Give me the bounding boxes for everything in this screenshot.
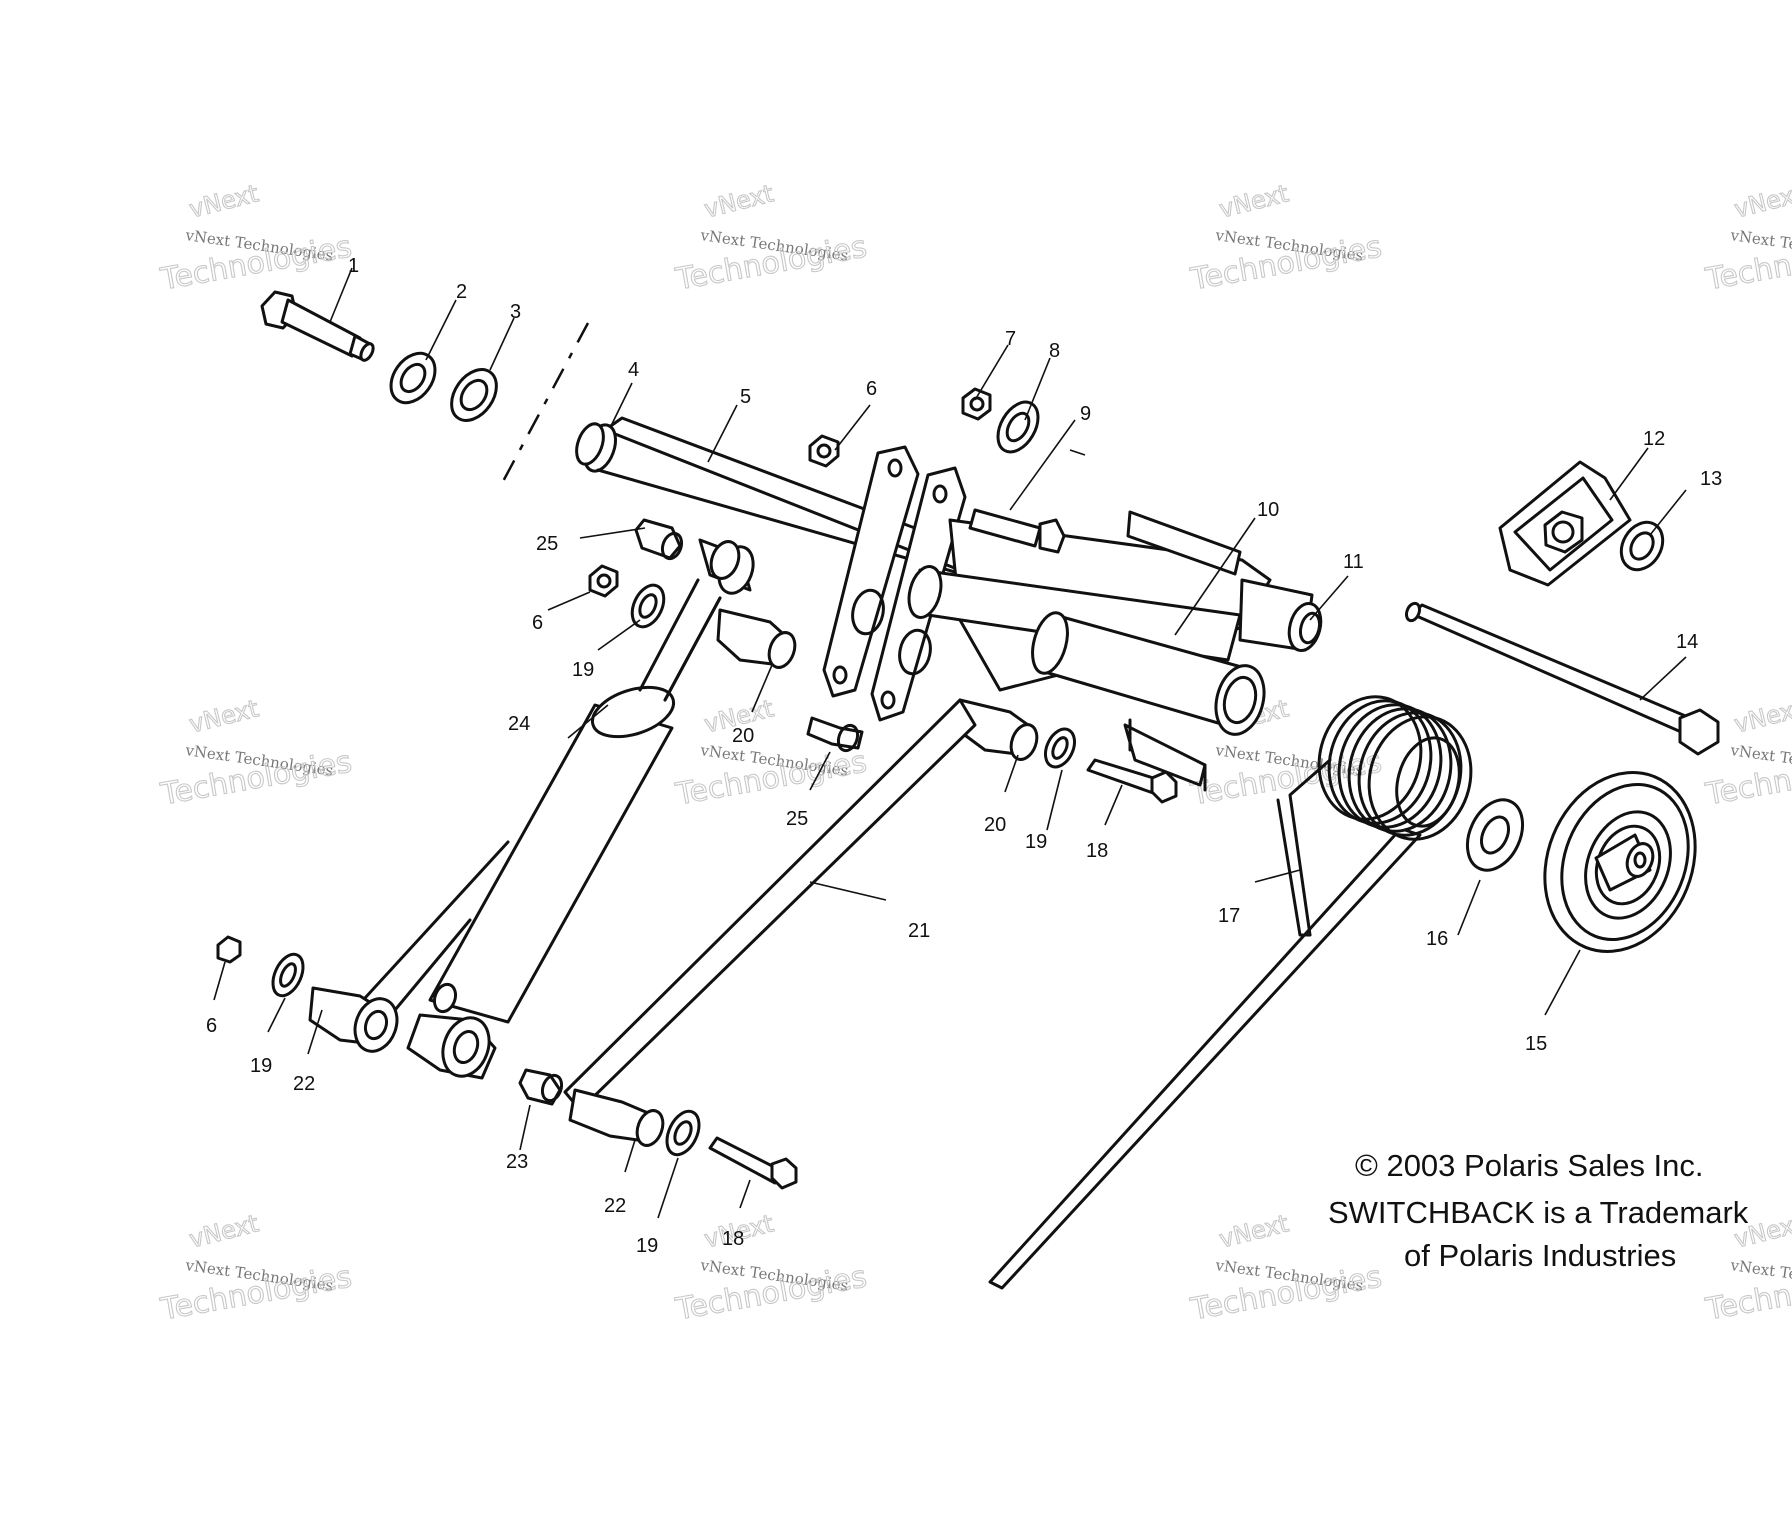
center-line	[498, 322, 590, 488]
watermark: vNext vNext Technologies Technologies	[672, 179, 870, 298]
svg-text:vNext: vNext	[1731, 694, 1792, 738]
leader-lines	[213, 267, 1687, 1219]
washer-part-13	[1619, 520, 1665, 572]
callout-22-left: 22	[293, 1073, 315, 1095]
svg-text:vNext: vNext	[186, 179, 261, 223]
shock-absorber-part-24	[308, 538, 755, 1080]
callout-18-upper: 18	[1086, 840, 1108, 862]
callout-11: 11	[1343, 551, 1364, 573]
callout-2: 2	[456, 281, 467, 303]
callout-23: 23	[506, 1151, 528, 1173]
watermark: vNext vNext Technologies Technologies	[1187, 179, 1385, 298]
nut-part-6-upper	[808, 434, 840, 468]
callout-24: 24	[508, 713, 530, 735]
watermark: vNext vNext Technologies Technologies	[157, 694, 355, 813]
svg-text:vNext: vNext	[1216, 1209, 1291, 1253]
callout-6: 6	[866, 378, 877, 400]
nut-part-6-lower	[216, 935, 242, 964]
washer-part-8	[996, 400, 1040, 454]
trademark-line-2: of Polaris Industries	[1404, 1238, 1677, 1273]
callout-21: 21	[908, 920, 930, 942]
spring-part-17	[988, 695, 1473, 1290]
wheel-part-15	[1543, 771, 1697, 953]
trademark-line-1: SWITCHBACK is a Trademark	[1328, 1195, 1749, 1230]
watermark: vNext vNext Technologies Technologies	[157, 179, 355, 298]
rod-end-part-22-lower	[568, 1088, 665, 1147]
callout-6-lower: 6	[206, 1015, 217, 1037]
watermark: vNext vNext Technologies Technologies	[672, 1209, 870, 1328]
svg-text:vNext: vNext	[186, 694, 261, 738]
washer-part-19-b	[1043, 727, 1077, 769]
callout-12: 12	[1643, 428, 1665, 450]
washer-part-16	[1465, 798, 1525, 872]
nut-part-6-mid	[588, 564, 619, 598]
washer-part-2	[389, 351, 437, 405]
callout-18-lower: 18	[722, 1228, 744, 1250]
copyright-notice: © 2003 Polaris Sales Inc.	[1355, 1148, 1704, 1183]
callout-19-mid: 19	[1025, 831, 1047, 853]
washer-part-3	[450, 368, 498, 422]
callout-10: 10	[1257, 499, 1279, 521]
watermark: vNext vNext Technologies Technologies	[1702, 694, 1792, 813]
callout-17: 17	[1218, 905, 1240, 927]
watermark: vNext vNext Technologies Technologies	[157, 1209, 355, 1328]
callout-5: 5	[740, 386, 751, 408]
bolt-part-9	[968, 508, 1066, 554]
washer-part-19-a	[630, 583, 666, 629]
watermark: vNext vNext Technologies Technologies	[1702, 179, 1792, 298]
callout-6-mid: 6	[532, 612, 543, 634]
watermark: vNext vNext Technologies Technologies	[1702, 1209, 1792, 1328]
link-part-20-upper	[716, 608, 797, 669]
callouts: 1 2 3 4 5 6 7 8 9 10 11 12 13 14 25 6 19…	[206, 255, 1722, 1257]
svg-text:vNext: vNext	[186, 1209, 261, 1253]
callout-9: 9	[1080, 403, 1091, 425]
nut-part-7	[961, 387, 992, 421]
bolt-part-1	[260, 290, 375, 362]
callout-20-upper: 20	[732, 725, 754, 747]
callout-4: 4	[628, 359, 639, 381]
callout-20-lower: 20	[984, 814, 1006, 836]
bushing-part-25-lower	[806, 716, 864, 753]
callout-8: 8	[1049, 340, 1060, 362]
callout-15: 15	[1525, 1033, 1547, 1055]
callout-1: 1	[348, 255, 359, 277]
bushing-part-25-upper	[634, 518, 684, 561]
callout-19-lower-left: 19	[250, 1055, 272, 1077]
svg-text:vNext: vNext	[701, 179, 776, 223]
pivot-arm-assembly	[907, 510, 1323, 792]
washer-part-19-d	[665, 1109, 701, 1157]
block-part-12	[1498, 460, 1632, 587]
watermark: vNext vNext Technologies Technologies	[672, 694, 870, 813]
svg-text:vNext: vNext	[1731, 179, 1792, 223]
callout-25-upper: 25	[536, 533, 558, 555]
callout-19-lower: 19	[636, 1235, 658, 1257]
washer-part-19-c	[271, 952, 305, 998]
svg-text:vNext: vNext	[1216, 179, 1291, 223]
side-plate	[822, 445, 920, 698]
bolt-part-18-lower	[708, 1136, 798, 1190]
bolt-part-14	[1404, 601, 1720, 756]
bushing-part-23	[518, 1068, 564, 1106]
callout-3: 3	[510, 301, 521, 323]
callout-19-upper: 19	[572, 659, 594, 681]
callout-16: 16	[1426, 928, 1448, 950]
callout-13: 13	[1700, 468, 1722, 490]
callout-14: 14	[1676, 631, 1698, 653]
callout-7: 7	[1005, 328, 1016, 350]
callout-22-lower: 22	[604, 1195, 626, 1217]
bolt-part-18-upper	[1086, 758, 1178, 804]
parts	[216, 290, 1720, 1290]
shaft-part-5	[575, 416, 1002, 584]
callout-25-lower: 25	[786, 808, 808, 830]
